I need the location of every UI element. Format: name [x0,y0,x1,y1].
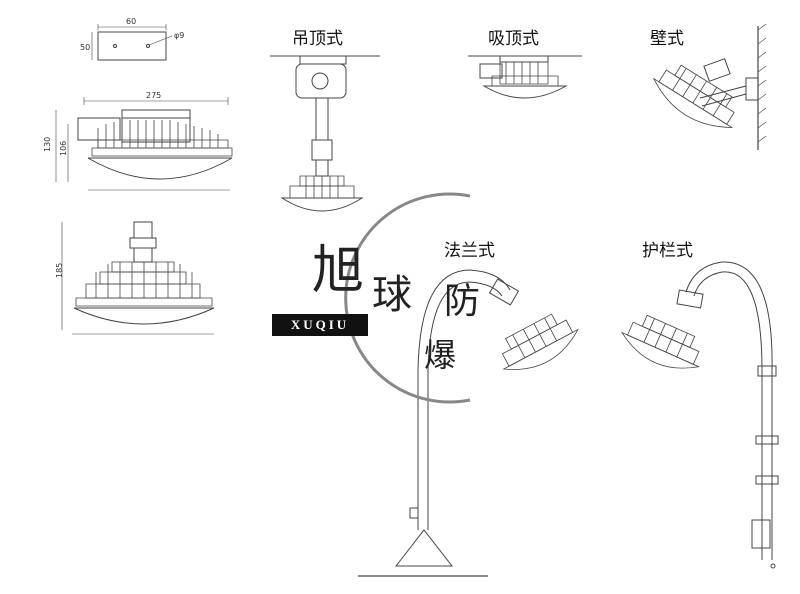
watermark-char-4: 爆 [424,336,457,374]
dim-top-height: 50 [80,43,90,52]
dim-side-total-height: 130 [43,137,52,152]
front-view-drawing: 185 [55,221,215,335]
label-guardrail: 护栏式 [642,241,693,261]
pendant-mount-drawing [270,55,380,212]
dim-side-width: 275 [146,91,161,100]
dim-side-body-height: 106 [59,141,68,156]
label-flange: 法兰式 [444,241,495,261]
label-wall: 壁式 [650,29,684,49]
watermark-latin: XUQIU [272,314,368,336]
dim-top-width: 60 [126,17,136,26]
label-ceiling: 吸顶式 [488,29,539,49]
side-view-drawing: 275 130 106 [43,91,233,191]
top-view-drawing: 60 50 φ9 [80,17,184,61]
wall-mount-drawing [652,23,767,150]
watermark-char-2: 球 [372,272,412,318]
dim-hole: φ9 [174,31,184,40]
watermark-char-1: 旭 [312,241,365,301]
watermark-char-3: 防 [444,281,481,322]
guardrail-mount-drawing [620,261,779,569]
dim-bottom-height: 185 [55,263,64,278]
label-pendant: 吊顶式 [292,29,343,49]
watermark-logo [344,192,471,404]
ceiling-mount-drawing [468,55,582,99]
